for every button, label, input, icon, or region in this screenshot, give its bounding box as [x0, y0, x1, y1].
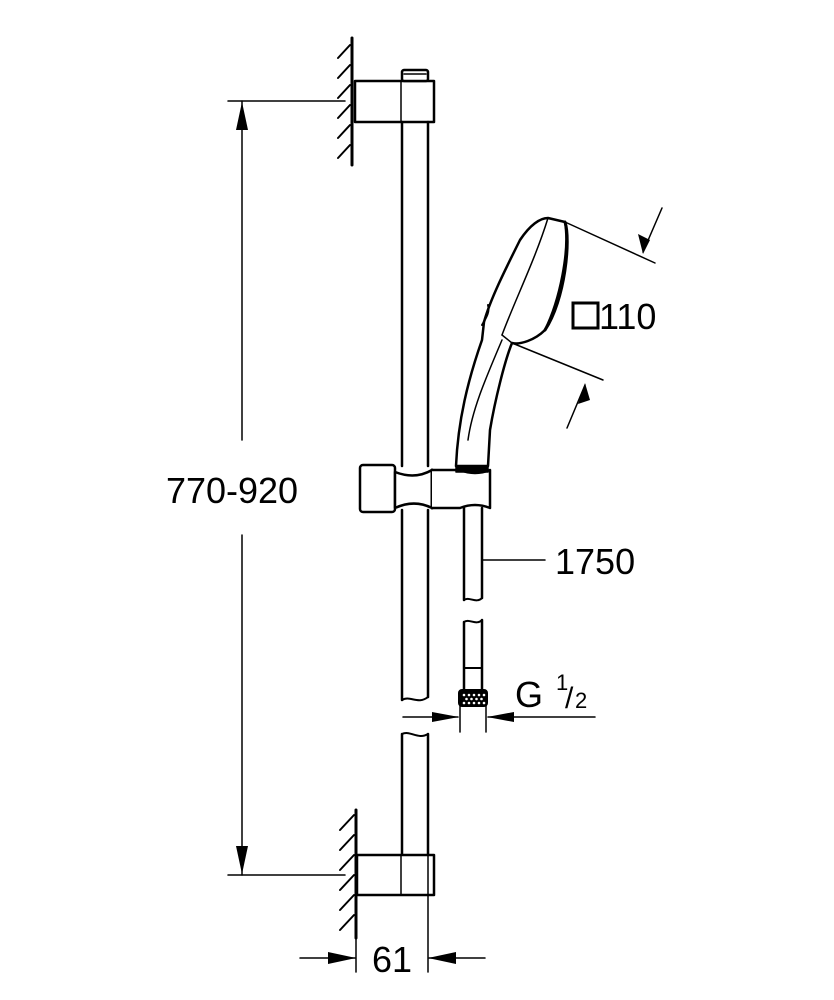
label-rail-height: 770-920	[166, 470, 298, 511]
bottom-wall-hatch	[339, 808, 358, 940]
hose-nut	[458, 689, 488, 733]
top-wall-bracket	[353, 68, 436, 124]
top-wall-hatch	[337, 36, 354, 167]
dimension-thread	[402, 712, 596, 722]
label-thread-num: 1	[556, 670, 568, 695]
label-thread-den: 2	[575, 688, 587, 713]
dimension-wall-depth	[299, 894, 486, 973]
hand-shower	[454, 216, 569, 473]
slider-holder	[358, 463, 492, 514]
shower-hose	[462, 506, 484, 692]
square-size-symbol	[571, 301, 600, 330]
label-thread-g: G	[515, 674, 543, 715]
shower-rail-upper	[400, 120, 430, 702]
label-hose-length: 1750	[555, 541, 635, 582]
label-thread-slash: /	[565, 682, 574, 715]
bottom-wall-bracket	[355, 853, 436, 897]
dimension-hand-shower-size	[511, 207, 663, 429]
label-wall-depth: 61	[372, 939, 412, 980]
label-hand-shower-size: 110	[599, 296, 656, 337]
dimension-rail-height	[227, 100, 346, 876]
shower-rail-lower	[400, 732, 430, 857]
